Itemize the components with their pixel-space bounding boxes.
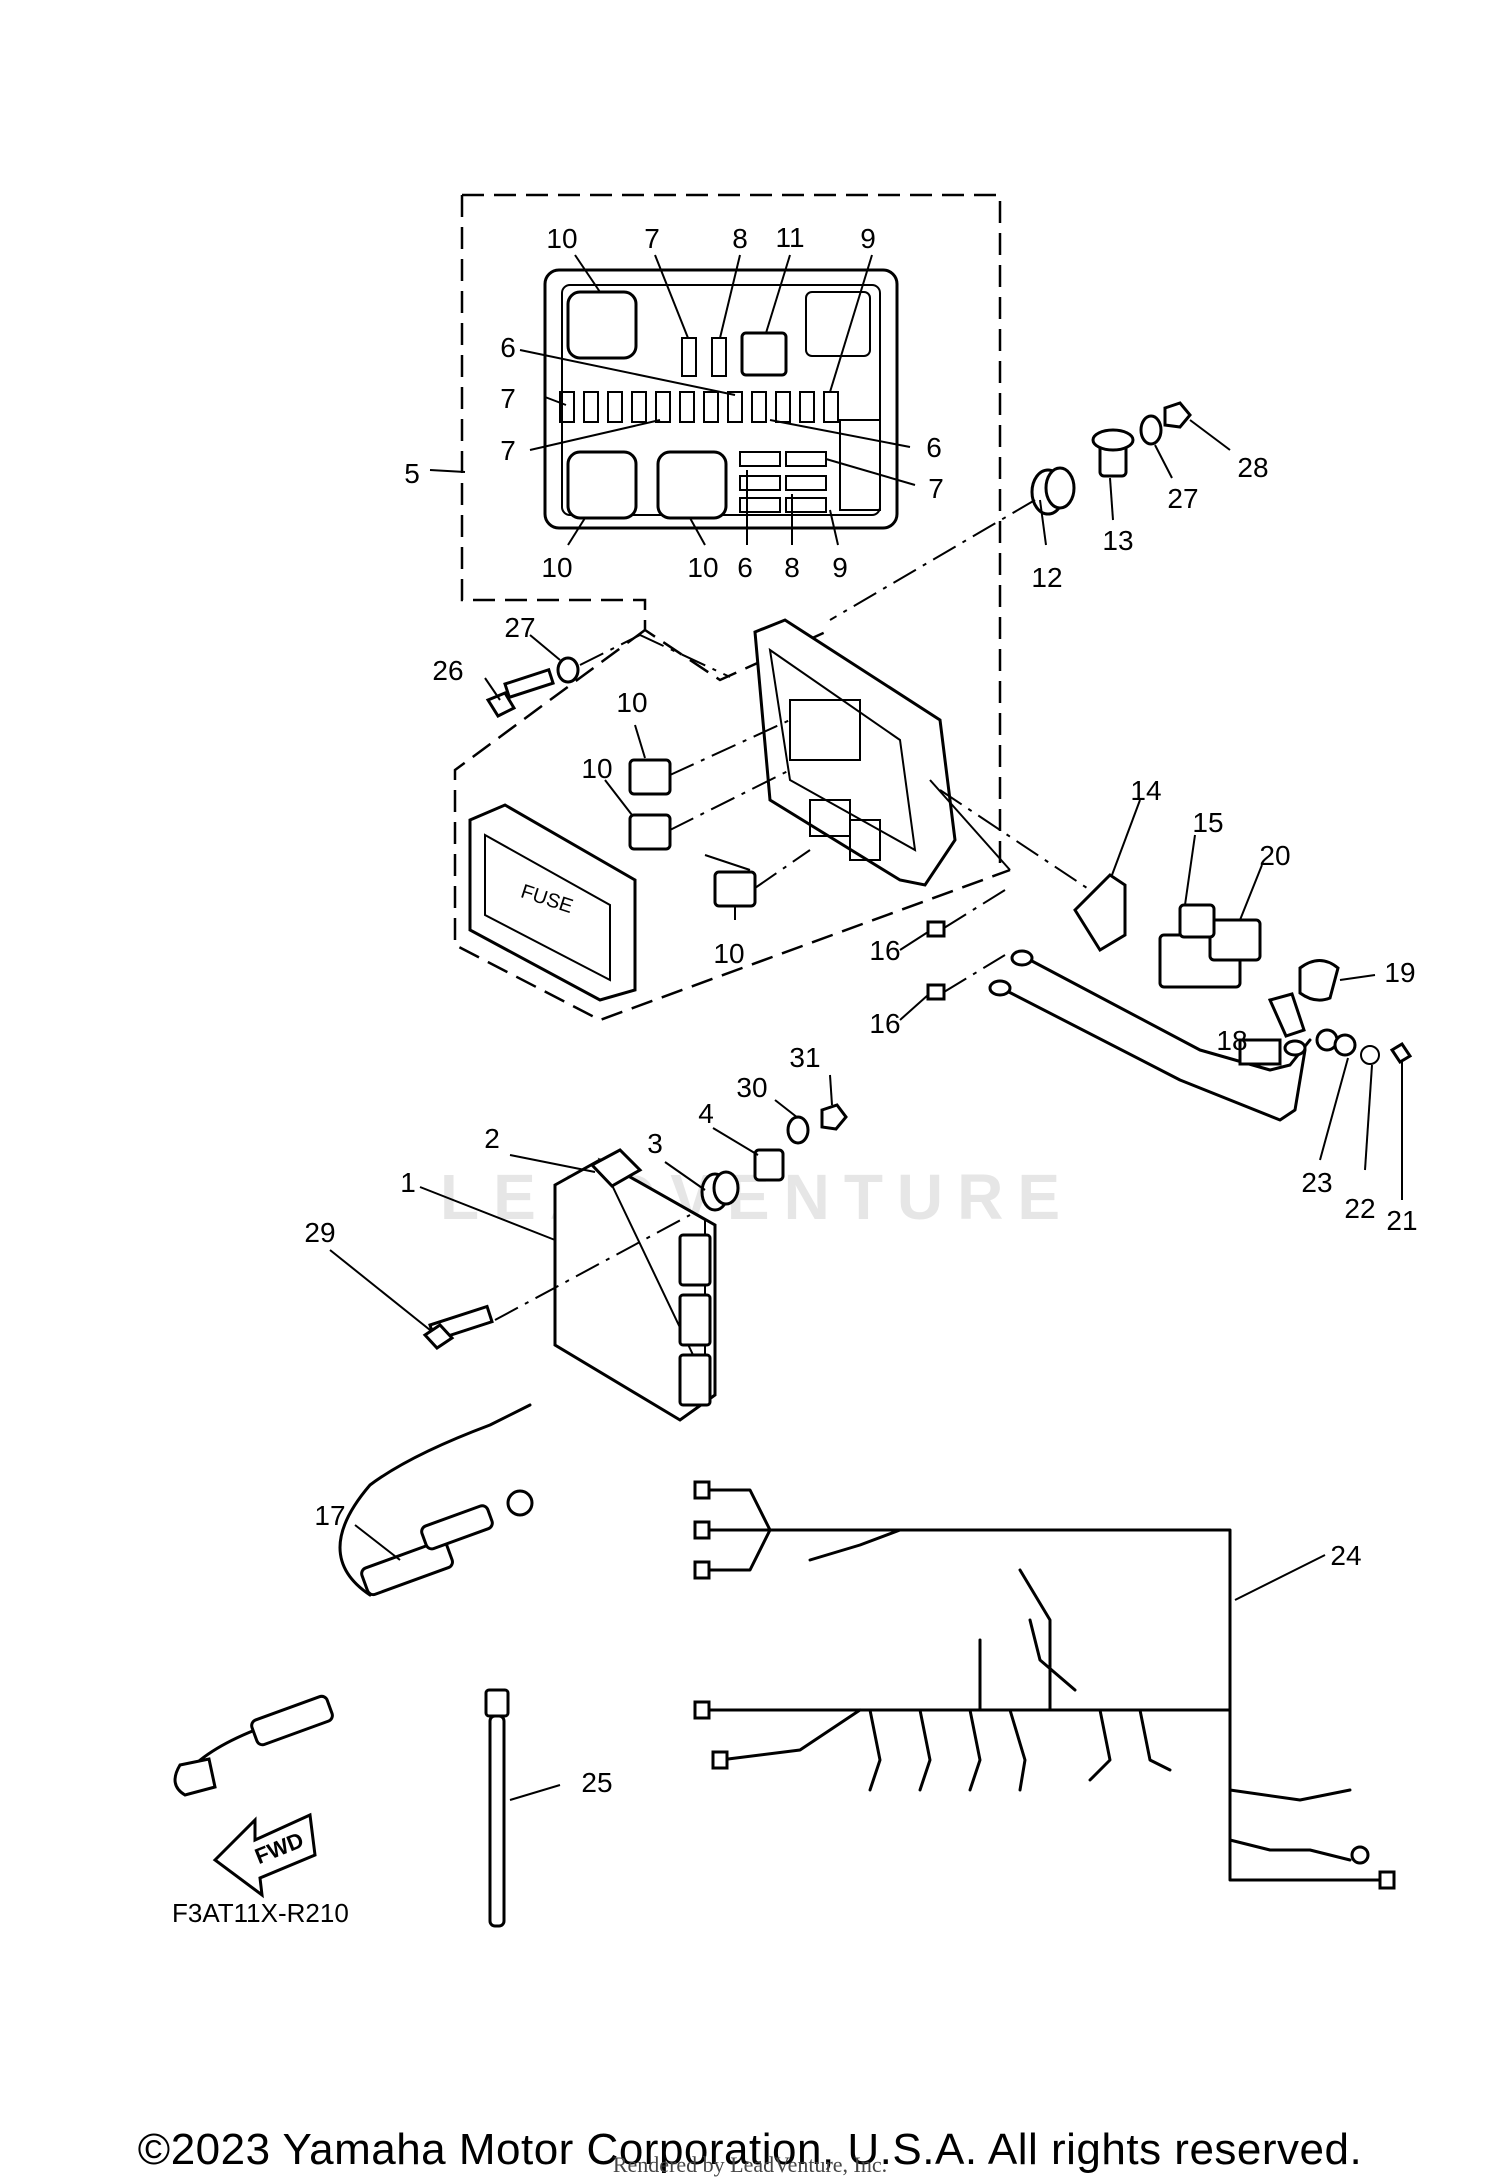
rendered-by-notice: Rendered by LeadVenture, Inc.	[612, 2152, 888, 2177]
ecu-assembly	[329, 1074, 848, 1422]
callout-6-bottom: 6	[737, 552, 753, 583]
callout-1: 1	[400, 1167, 416, 1198]
fuse-box-leaders	[519, 254, 916, 546]
callout-30: 30	[736, 1072, 767, 1103]
watermark: LEADVENTURE	[440, 1161, 1075, 1233]
callout-27-right: 27	[1167, 483, 1198, 514]
callout-19: 19	[1384, 957, 1415, 988]
callout-23: 23	[1301, 1167, 1332, 1198]
callout-22: 22	[1344, 1193, 1375, 1224]
callout-2: 2	[484, 1123, 500, 1154]
relay-group	[604, 719, 811, 920]
callout-9-bottom: 9	[832, 552, 848, 583]
callout-16-a: 16	[869, 935, 900, 966]
fuse-box-dashed-boundary	[429, 193, 1011, 1022]
callout-10-e: 10	[581, 753, 612, 784]
callout-10-a: 10	[546, 223, 577, 254]
callout-8-top: 8	[732, 223, 748, 254]
cable-tie-25	[484, 1688, 561, 1928]
battery-cables	[988, 949, 1413, 1122]
callout-27-left: 27	[504, 612, 535, 643]
grommet-collar-nut-set	[829, 401, 1231, 621]
wire-harness-24	[693, 1480, 1396, 1890]
callout-9-top: 9	[860, 223, 876, 254]
callout-17: 17	[314, 1500, 345, 1531]
callout-15: 15	[1192, 807, 1223, 838]
callout-20: 20	[1259, 840, 1290, 871]
callout-labels: 1 2 3 4 5 6 6 6 7 7 7 7 8 8 9 9 10 10 10…	[304, 222, 1417, 1798]
callout-16-b: 16	[869, 1008, 900, 1039]
callout-10-b: 10	[541, 552, 572, 583]
fuse-box-top-detail	[543, 268, 899, 530]
callout-10-f: 10	[713, 938, 744, 969]
callout-26: 26	[432, 655, 463, 686]
callout-7-top: 7	[644, 223, 660, 254]
callout-28: 28	[1237, 452, 1268, 483]
callout-3: 3	[647, 1128, 663, 1159]
terminal-hardware-leaders	[1319, 1057, 1403, 1200]
callout-5: 5	[404, 458, 420, 489]
callout-6-right: 6	[926, 432, 942, 463]
callout-18: 18	[1216, 1025, 1247, 1056]
callout-13: 13	[1102, 525, 1133, 556]
callout-25: 25	[581, 1767, 612, 1798]
nuts-16	[899, 889, 1006, 1021]
callout-6-top: 6	[500, 332, 516, 363]
callout-4: 4	[698, 1098, 714, 1129]
callout-7-left: 7	[500, 383, 516, 414]
bracket-and-relay-set	[939, 789, 1376, 1046]
drawing-number: F3AT11X-R210	[172, 1898, 349, 1928]
callout-31: 31	[789, 1042, 820, 1073]
fwd-arrow-icon: FWD	[212, 1812, 317, 1899]
callout-12: 12	[1031, 562, 1062, 593]
fuse-cover: FUSE	[468, 803, 637, 1002]
bolt-26	[484, 634, 731, 718]
battery-cable-17	[173, 1403, 534, 1797]
callout-10-d: 10	[616, 687, 647, 718]
callout-10-c: 10	[687, 552, 718, 583]
callout-14: 14	[1130, 775, 1161, 806]
callout-21: 21	[1386, 1205, 1417, 1236]
callout-8-bottom: 8	[784, 552, 800, 583]
fuse-box-housing	[704, 618, 1011, 887]
callout-29: 29	[304, 1217, 335, 1248]
copyright-notice: ©2023 Yamaha Motor Corporation, U.S.A. A…	[137, 2125, 1363, 2174]
callout-11: 11	[775, 222, 804, 253]
callout-7-right: 7	[928, 473, 944, 504]
callout-7-left2: 7	[500, 435, 516, 466]
callout-24: 24	[1330, 1540, 1361, 1571]
